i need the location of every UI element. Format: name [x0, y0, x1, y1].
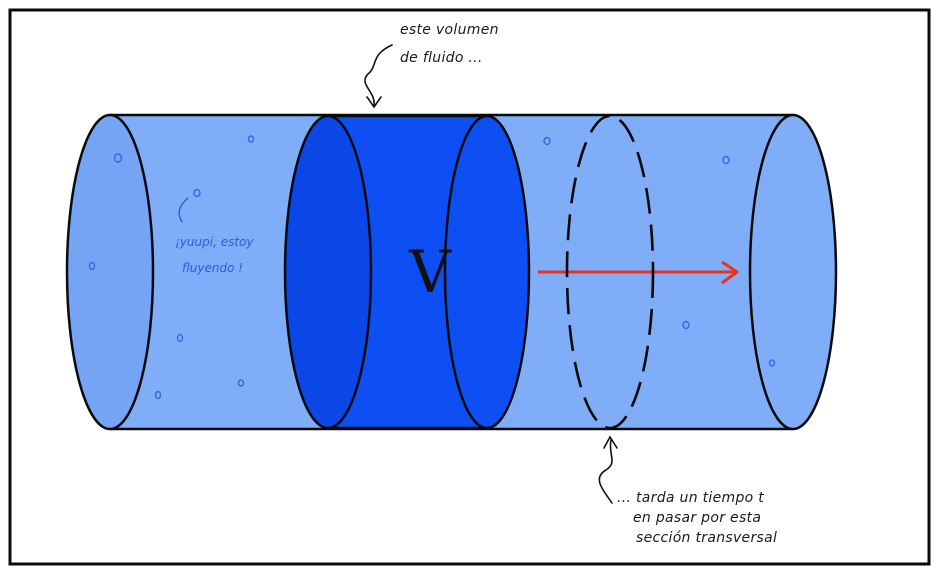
bottom-annotation-pointer	[598, 435, 618, 504]
bubble-annotation-line-1: ¡yuupi, estoy	[175, 235, 254, 249]
top-annotation-pointer	[364, 44, 393, 109]
bubble-annotation-line-2: fluyendo !	[182, 261, 243, 275]
bottom-annotation-line-1: ... tarda un tiempo t	[617, 490, 764, 506]
bottom-annotation-line-2: en pasar por esta	[633, 510, 761, 526]
pipe-right-end	[748, 113, 838, 431]
bubbles	[88, 135, 776, 400]
top-annotation-line-2: de fluido ...	[400, 50, 483, 66]
pipe-left-end	[65, 113, 155, 431]
top-annotation-line-1: este volumen	[400, 22, 499, 38]
volume-label: V	[408, 238, 452, 306]
volume-right-face	[443, 114, 531, 430]
bubble-squiggle	[178, 197, 189, 223]
cross-section-dashed	[565, 114, 655, 430]
bottom-annotation-line-3: sección transversal	[636, 530, 777, 546]
volume-left-face	[283, 114, 373, 430]
flow-arrow	[538, 260, 739, 285]
